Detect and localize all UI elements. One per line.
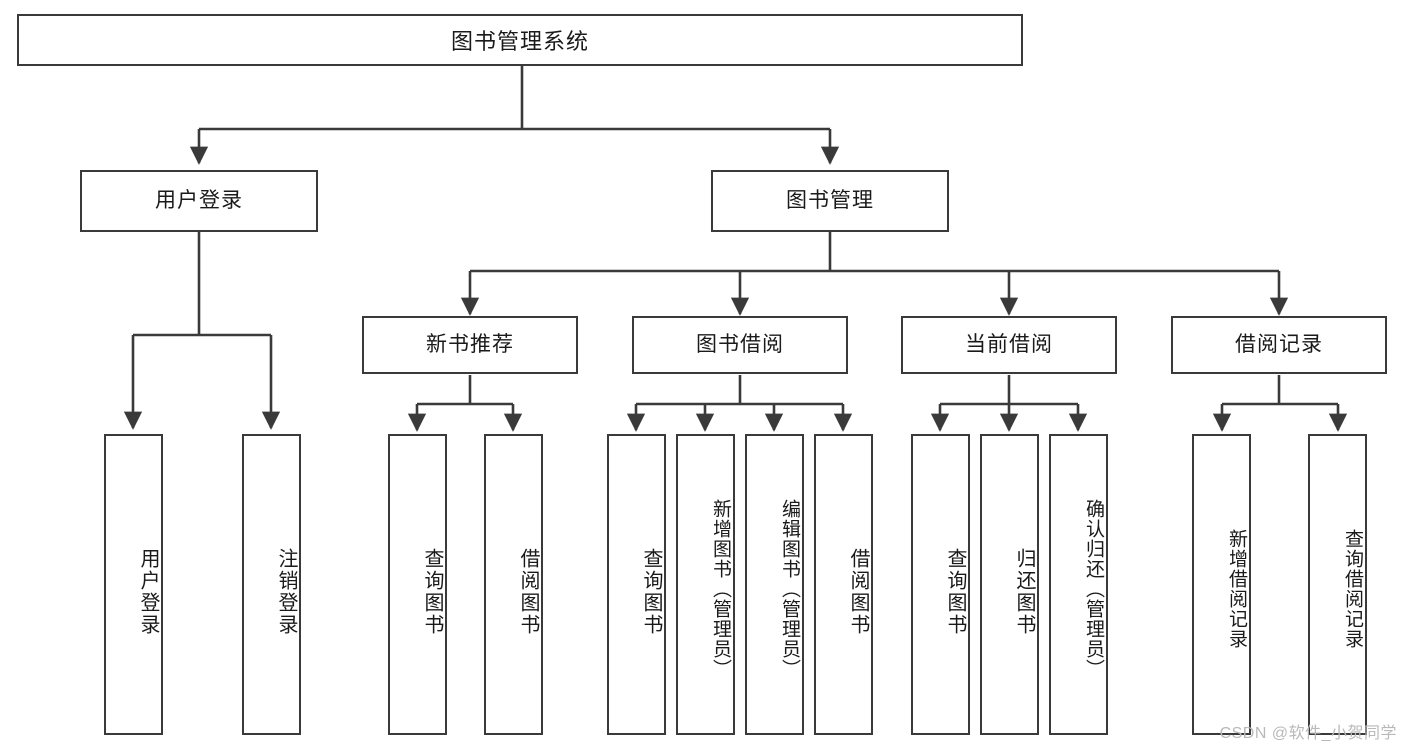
leaf-label: 借阅图书 bbox=[517, 547, 539, 636]
leaf-current-return-book[interactable]: 归还图书 bbox=[980, 434, 1039, 735]
leaf-label: 查询借阅记录 bbox=[1342, 528, 1363, 649]
leaf-record-add[interactable]: 新增借阅记录 bbox=[1192, 434, 1251, 735]
node-borrow-record[interactable]: 借阅记录 bbox=[1171, 316, 1387, 374]
node-current-borrow-label: 当前借阅 bbox=[965, 333, 1053, 357]
leaf-borrow-query-book[interactable]: 查询图书 bbox=[607, 434, 666, 735]
node-user-login-label: 用户登录 bbox=[155, 189, 243, 213]
leaf-label: 新增图书（管理员） bbox=[710, 498, 731, 679]
csdn-watermark: CSDN @软件_小贺同学 bbox=[1219, 725, 1397, 742]
node-current-borrow[interactable]: 当前借阅 bbox=[901, 316, 1117, 374]
node-borrow-record-label: 借阅记录 bbox=[1235, 333, 1323, 357]
node-book-borrow-label: 图书借阅 bbox=[696, 333, 784, 357]
leaf-user-login-logout[interactable]: 注销登录 bbox=[242, 434, 301, 735]
node-book-management-label: 图书管理 bbox=[786, 189, 874, 213]
leaf-label: 新增借阅记录 bbox=[1226, 528, 1247, 649]
leaf-label: 用户登录 bbox=[137, 547, 159, 636]
leaf-new-book-borrow[interactable]: 借阅图书 bbox=[484, 434, 543, 735]
leaf-borrow-add-book-admin[interactable]: 新增图书（管理员） bbox=[676, 434, 735, 735]
leaf-label: 借阅图书 bbox=[847, 547, 869, 636]
leaf-current-confirm-return-admin[interactable]: 确认归还（管理员） bbox=[1049, 434, 1108, 735]
node-book-borrow[interactable]: 图书借阅 bbox=[632, 316, 848, 374]
leaf-label: 编辑图书（管理员） bbox=[779, 498, 800, 679]
leaf-label: 查询图书 bbox=[640, 547, 662, 636]
leaf-record-query[interactable]: 查询借阅记录 bbox=[1308, 434, 1367, 735]
node-new-book-recommend-label: 新书推荐 bbox=[426, 333, 514, 357]
leaf-label: 查询图书 bbox=[421, 547, 443, 636]
leaf-label: 查询图书 bbox=[944, 547, 966, 636]
node-root-label: 图书管理系统 bbox=[450, 29, 589, 54]
leaf-current-query-book[interactable]: 查询图书 bbox=[911, 434, 970, 735]
leaf-label: 注销登录 bbox=[275, 547, 297, 636]
leaf-borrow-edit-book-admin[interactable]: 编辑图书（管理员） bbox=[745, 434, 804, 735]
leaf-borrow-borrow-book[interactable]: 借阅图书 bbox=[814, 434, 873, 735]
node-user-login[interactable]: 用户登录 bbox=[80, 170, 318, 232]
node-root[interactable]: 图书管理系统 bbox=[17, 14, 1023, 66]
leaf-label: 归还图书 bbox=[1013, 547, 1035, 636]
leaf-new-book-query[interactable]: 查询图书 bbox=[388, 434, 447, 735]
leaf-label: 确认归还（管理员） bbox=[1083, 498, 1104, 679]
node-new-book-recommend[interactable]: 新书推荐 bbox=[362, 316, 578, 374]
leaf-user-login-login[interactable]: 用户登录 bbox=[104, 434, 163, 735]
node-book-management[interactable]: 图书管理 bbox=[711, 170, 949, 232]
